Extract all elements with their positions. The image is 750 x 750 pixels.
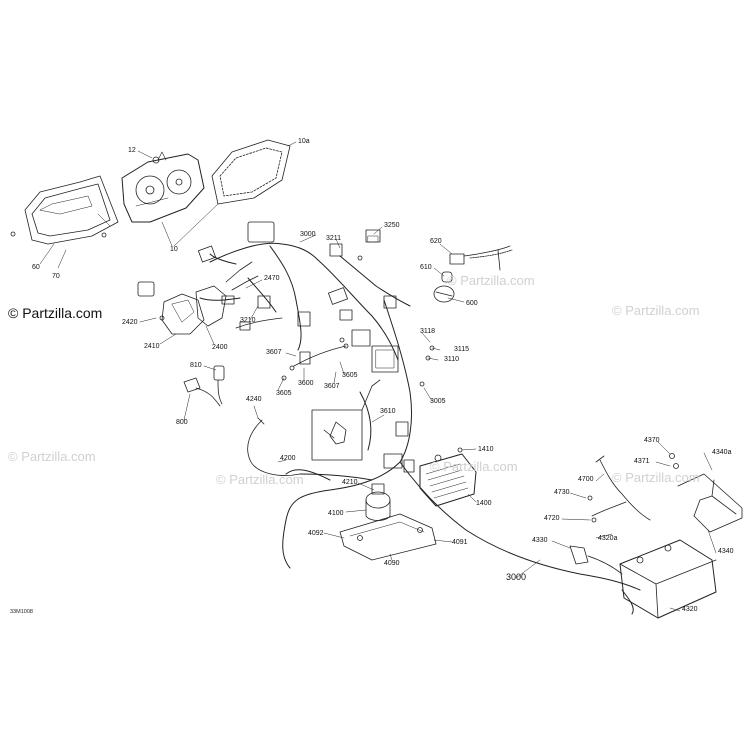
part-label: 610 bbox=[420, 264, 432, 271]
battery-bracket-drawing bbox=[677, 473, 743, 533]
part-label: 3000 bbox=[300, 231, 316, 238]
part-label: 3600 bbox=[298, 380, 314, 387]
part-label: 4330 bbox=[532, 537, 548, 544]
part-label: 60 bbox=[32, 264, 40, 271]
part-label: 3211 bbox=[326, 235, 342, 242]
solenoid-drawing bbox=[339, 483, 437, 561]
cable-3600-drawing bbox=[289, 343, 349, 371]
part-label: 10 bbox=[170, 246, 178, 253]
part-label: 3110 bbox=[444, 356, 460, 363]
watermark: © Partzilla.com bbox=[612, 303, 700, 318]
part-label: 2420 bbox=[122, 319, 138, 326]
part-label: 4371 bbox=[634, 458, 650, 465]
watermark: © Partzilla.com bbox=[216, 472, 304, 487]
part-label: 10a bbox=[298, 138, 310, 145]
part-label: 3605 bbox=[342, 372, 358, 379]
part-label: 12 bbox=[128, 147, 136, 154]
part-label: 4200 bbox=[280, 455, 296, 462]
part-label: 2400 bbox=[212, 344, 228, 351]
part-label: 4210 bbox=[342, 479, 358, 486]
watermark: © Partzilla.com bbox=[8, 449, 96, 464]
part-label: 1410 bbox=[478, 446, 494, 453]
sensor-800-drawing bbox=[183, 365, 225, 407]
part-label: 4090 bbox=[384, 560, 400, 567]
part-label: 4700 bbox=[578, 476, 594, 483]
part-label: 3610 bbox=[380, 408, 396, 415]
part-label: 4370 bbox=[644, 437, 660, 444]
part-label: 3115 bbox=[454, 346, 470, 353]
part-label: 3607 bbox=[324, 383, 340, 390]
part-label: 810 bbox=[190, 362, 202, 369]
part-label: 4340 bbox=[718, 548, 734, 555]
part-label: 4091 bbox=[452, 539, 468, 546]
part-label: 4720 bbox=[544, 515, 560, 522]
part-label: 2470 bbox=[264, 275, 280, 282]
diagram-code: 33M1008 bbox=[10, 609, 33, 615]
part-label: 620 bbox=[430, 238, 442, 245]
watermark-main: © Partzilla.com bbox=[8, 305, 103, 321]
watermark: © Partzilla.com bbox=[447, 273, 535, 288]
part-label: 3607 bbox=[266, 349, 282, 356]
regulator-drawing bbox=[419, 453, 477, 507]
battery-cables-drawing bbox=[569, 455, 651, 575]
part-label: 3250 bbox=[384, 222, 400, 229]
watermark: © Partzilla.com bbox=[430, 459, 518, 474]
inset-3610-drawing bbox=[311, 379, 381, 461]
switch-housing-drawing bbox=[137, 261, 283, 335]
leader-lines bbox=[39, 141, 717, 612]
part-label: 4100 bbox=[328, 510, 344, 517]
part-label: 4730 bbox=[554, 489, 570, 496]
cluster-lens-drawing bbox=[211, 139, 291, 205]
part-label: 4240 bbox=[246, 396, 262, 403]
connectors-drawing bbox=[197, 221, 415, 473]
part-label: 3000 bbox=[506, 572, 527, 582]
part-label: 3210 bbox=[240, 317, 256, 324]
part-label: 3005 bbox=[430, 398, 446, 405]
part-label: 4092 bbox=[308, 530, 324, 537]
horn-drawing bbox=[433, 245, 513, 303]
cluster-bezel-drawing bbox=[10, 175, 119, 245]
part-label: 2410 bbox=[144, 343, 160, 350]
part-label: 4320a bbox=[598, 535, 618, 542]
part-label: 600 bbox=[466, 300, 478, 307]
cable-4200-drawing bbox=[247, 417, 301, 476]
part-label: 70 bbox=[52, 273, 60, 280]
fasteners-drawing bbox=[152, 156, 679, 523]
part-label: 800 bbox=[176, 419, 188, 426]
part-label: 4340a bbox=[712, 449, 732, 456]
part-label: 4320 bbox=[682, 606, 698, 613]
part-label: 3118 bbox=[420, 328, 436, 335]
watermark: © Partzilla.com bbox=[612, 470, 700, 485]
cluster-drawing bbox=[121, 151, 205, 223]
part-label: 3605 bbox=[276, 390, 292, 397]
part-label: 1400 bbox=[476, 500, 492, 507]
battery-drawing bbox=[619, 539, 717, 619]
